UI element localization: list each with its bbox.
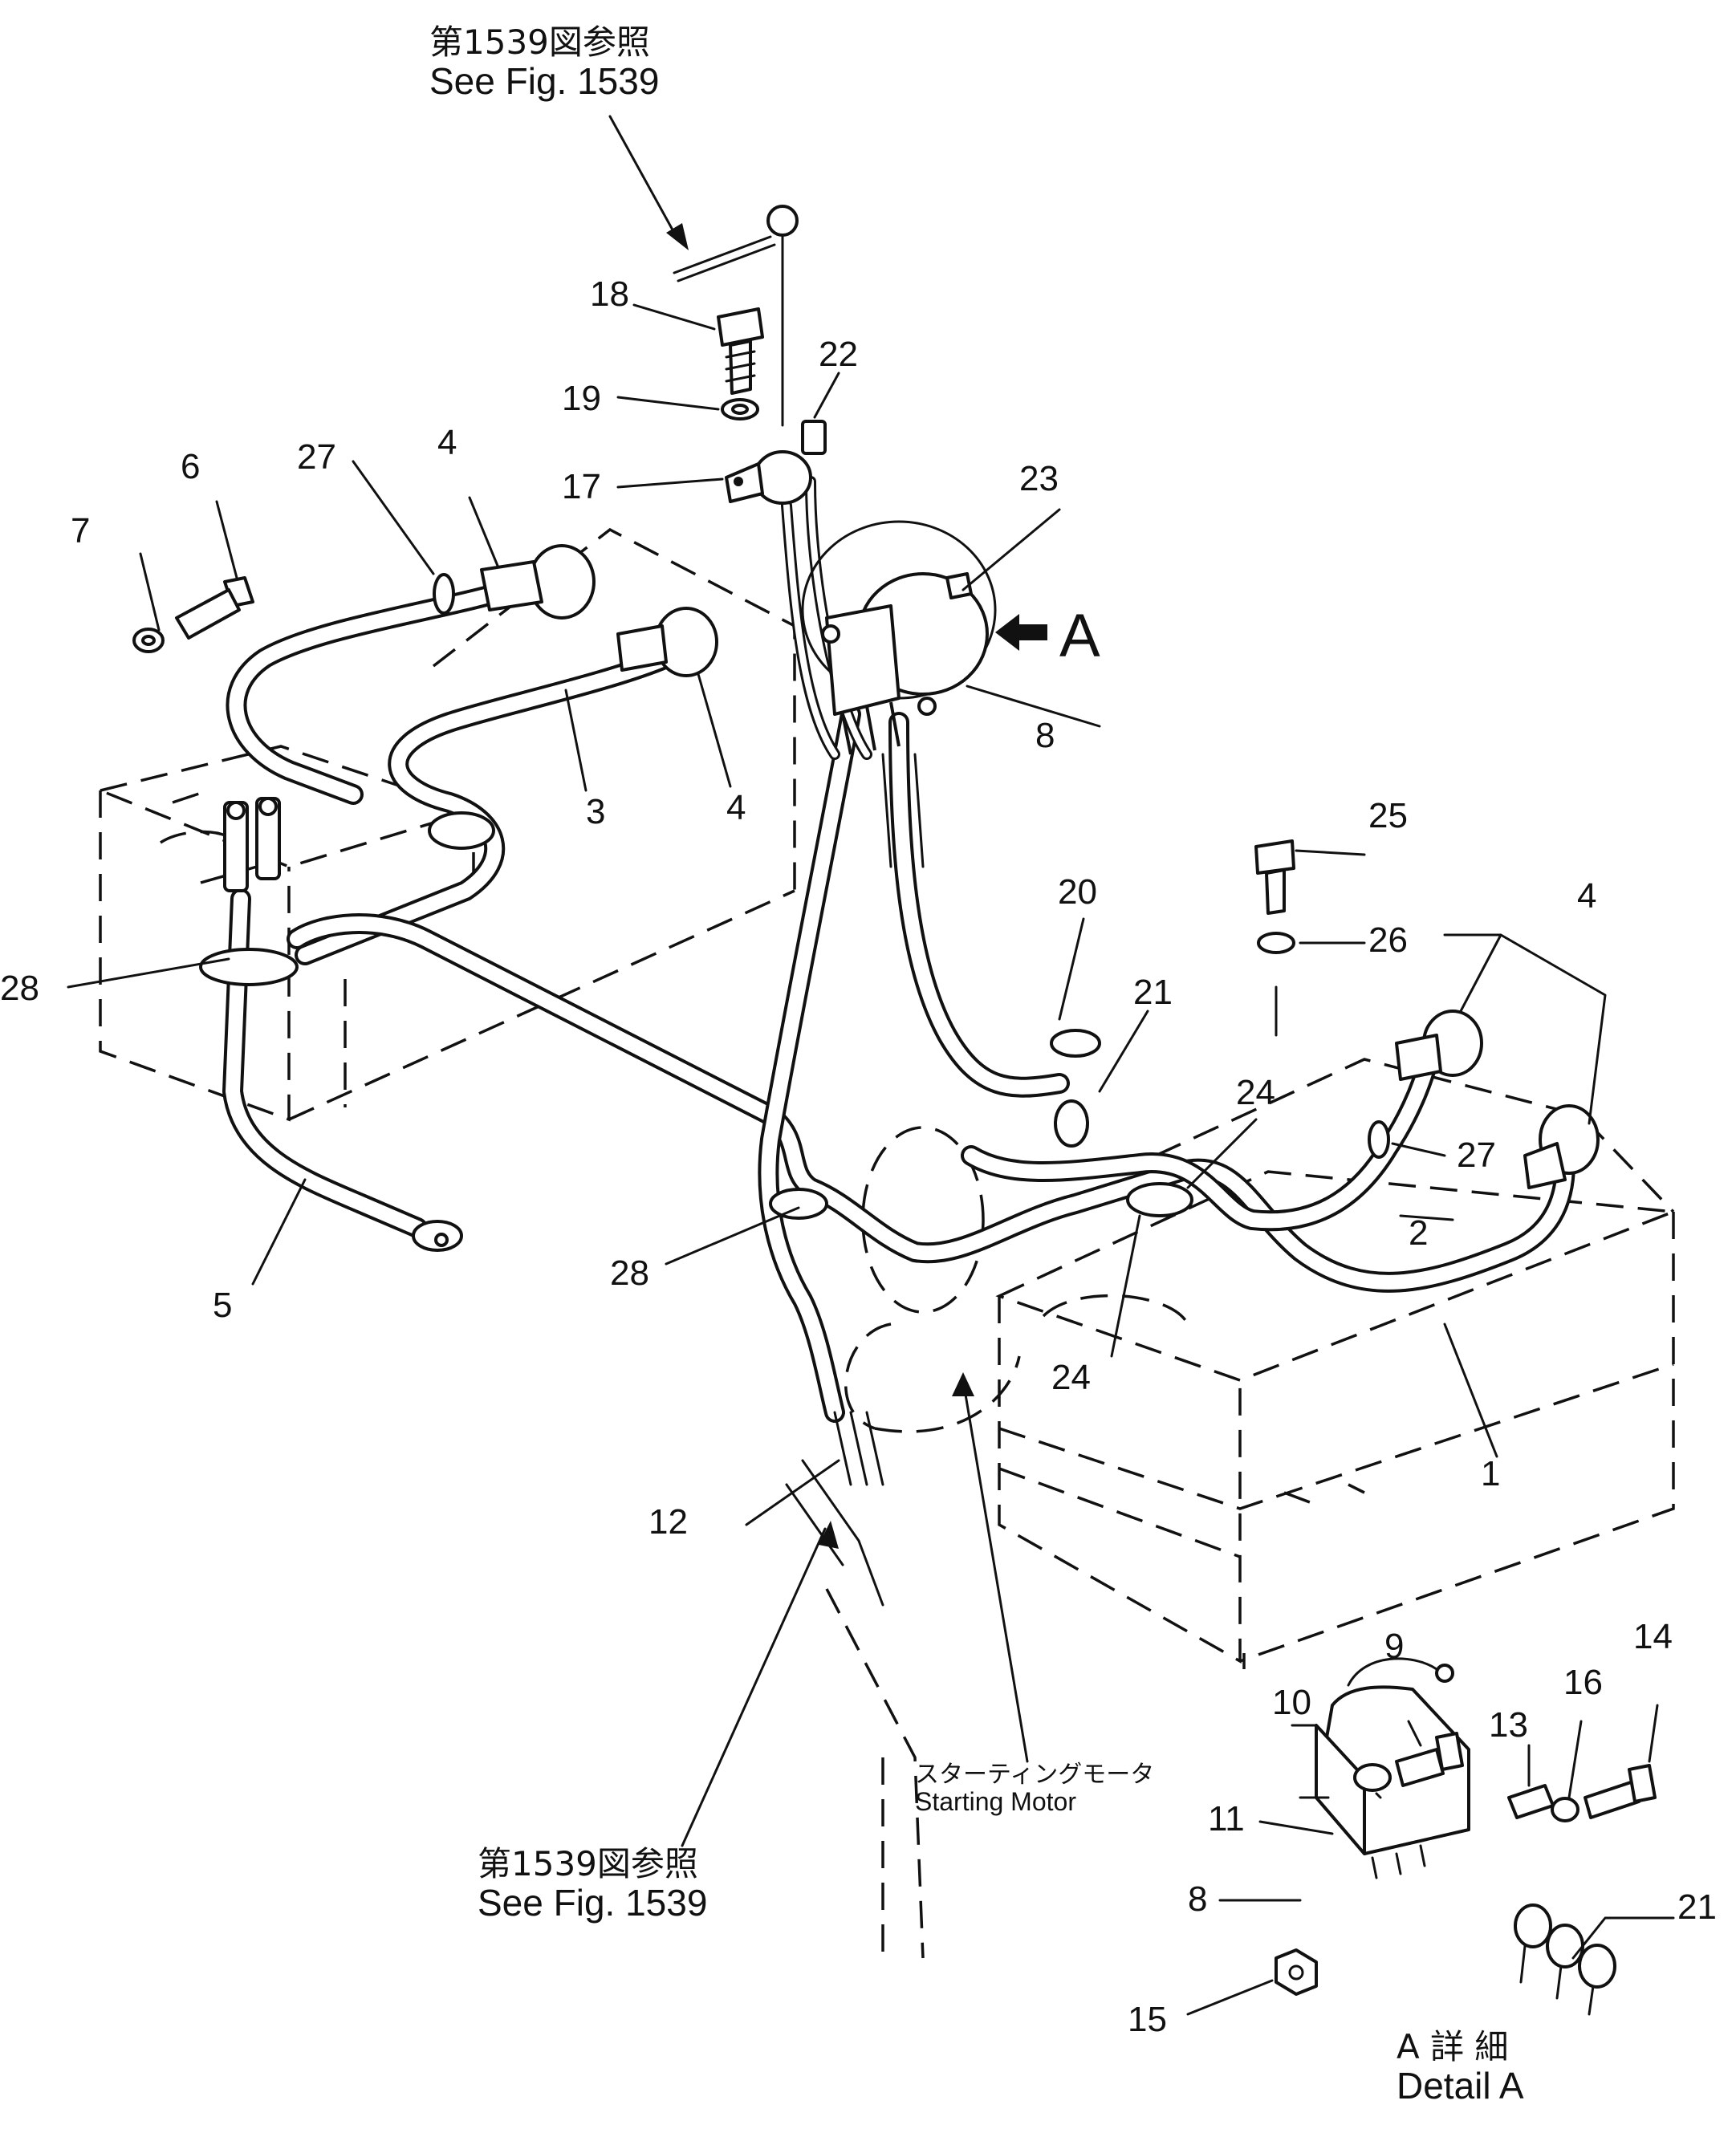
battery-relay [801, 520, 997, 755]
top-reference-terminal [673, 205, 799, 427]
callout-23: 23 [1019, 459, 1059, 498]
callout-22: 22 [819, 335, 858, 374]
bottom-reference-note: 第1539図参照 See Fig. 1539 [478, 1844, 708, 1924]
callout-8-main: 8 [1035, 716, 1055, 755]
detail-a-caption: A 詳 細 Detail A [1397, 2027, 1524, 2107]
leader-lines [67, 115, 1675, 2016]
callout-18: 18 [590, 274, 629, 314]
fusible-link [725, 420, 827, 505]
detail-a-jp: A 詳 細 [1397, 2027, 1509, 2066]
callout-12: 12 [648, 1502, 688, 1542]
left-battery-lugs [223, 797, 463, 1252]
callout-6: 6 [181, 447, 201, 486]
callout-2: 2 [1409, 1213, 1429, 1253]
top-reference-note: 第1539図参照 See Fig. 1539 [429, 22, 660, 103]
callout-13: 13 [1489, 1705, 1528, 1745]
top-reference-jp: 第1539図参照 [429, 22, 650, 62]
callout-1: 1 [1481, 1454, 1501, 1493]
view-a-marker: A [1059, 602, 1100, 670]
callout-5: 5 [213, 1286, 233, 1325]
callout-21-main: 21 [1133, 973, 1173, 1012]
clamps [199, 811, 1193, 1220]
detail-a-drawing [1275, 1657, 1657, 2016]
callout-9: 9 [1384, 1627, 1405, 1666]
bolt-18 [717, 307, 764, 421]
view-a-arrow [995, 614, 1047, 651]
bolt-25 [1254, 839, 1295, 1037]
callout-26: 26 [1368, 920, 1408, 960]
terminal-caps [1050, 1029, 1101, 1148]
callout-4-upper: 4 [437, 423, 457, 462]
callout-17: 17 [562, 467, 601, 506]
callout-15: 15 [1128, 2000, 1167, 2039]
callout-27-right: 27 [1457, 1136, 1496, 1175]
callout-16: 16 [1563, 1663, 1603, 1702]
callout-3: 3 [586, 792, 606, 831]
right-battery [995, 1058, 1675, 1669]
starting-motor [825, 1126, 1021, 1959]
cables [222, 575, 1575, 1423]
detail-a-en: Detail A [1397, 2065, 1524, 2107]
callout-28-left: 28 [0, 969, 39, 1008]
bolt-6 [132, 576, 254, 653]
bottom-reference-jp: 第1539図参照 [478, 1844, 698, 1883]
bottom-reference-en: See Fig. 1539 [478, 1882, 708, 1924]
callout-28-middle: 28 [610, 1253, 649, 1293]
callout-10: 10 [1272, 1683, 1311, 1722]
callout-24-upper: 24 [1236, 1073, 1275, 1112]
callout-8-detail: 8 [1188, 1879, 1208, 1919]
terminal-boots [433, 544, 1600, 1189]
callout-14: 14 [1633, 1617, 1673, 1656]
callout-19: 19 [562, 379, 601, 418]
top-reference-en: See Fig. 1539 [429, 60, 660, 103]
starting-motor-note: スターティングモータ Starting Motor [915, 1761, 1154, 1816]
callout-25: 25 [1368, 796, 1408, 835]
callout-4-middle: 4 [726, 788, 746, 827]
starting-motor-jp: スターティングモータ [915, 1761, 1155, 1789]
callout-7: 7 [71, 511, 91, 551]
callout-4-right: 4 [1577, 876, 1597, 916]
callout-21-detail: 21 [1677, 1887, 1717, 1927]
callout-11: 11 [1208, 1799, 1245, 1838]
callout-27-left: 27 [297, 437, 336, 477]
callout-20: 20 [1058, 872, 1097, 912]
callout-24-lower: 24 [1051, 1358, 1091, 1397]
starting-motor-en: Starting Motor [915, 1787, 1076, 1816]
